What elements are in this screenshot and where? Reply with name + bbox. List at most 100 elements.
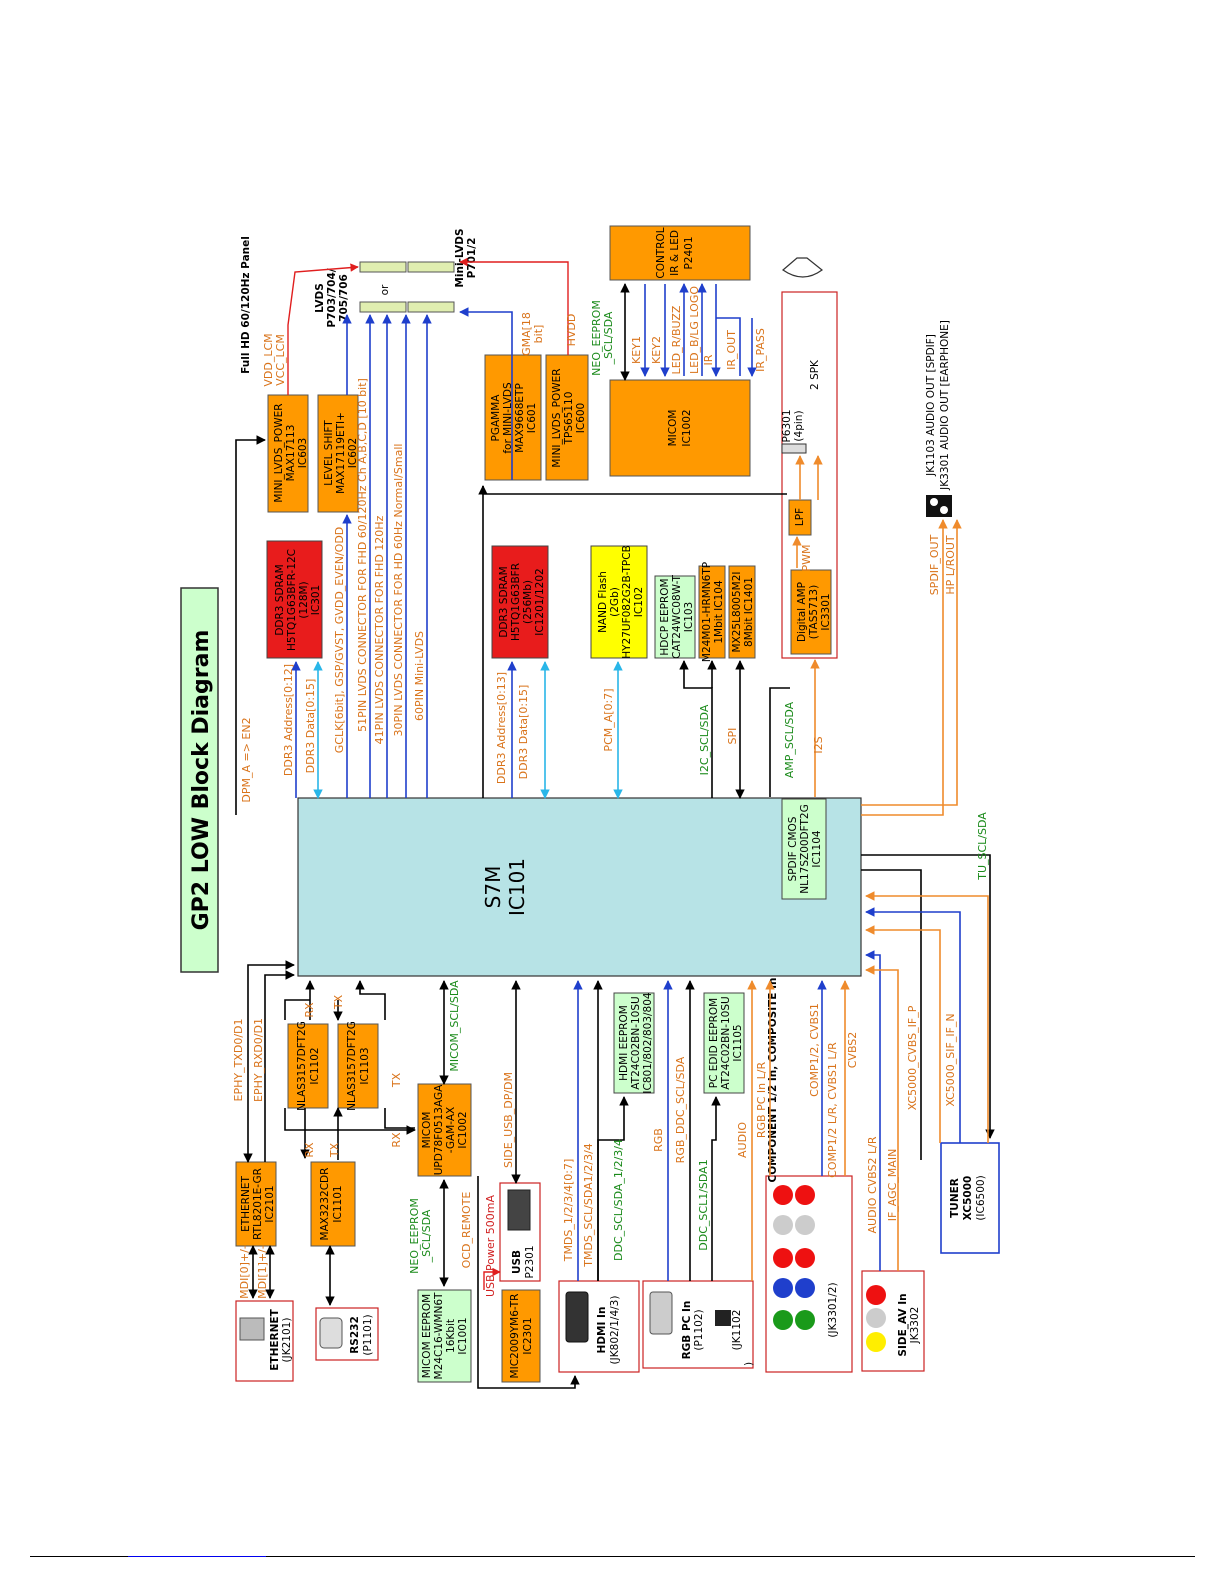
sig-comp-cvbs: COMP1/2, CVBS1 [808, 1003, 821, 1097]
mini-lvds-power-name: MINI_LVDS_POWER [273, 403, 285, 502]
block-hdmi-eeprom: HDMI EEPROM AT24C02BN-10SU IC801/802/803… [613, 992, 655, 1094]
ddr3-1-name: DDR3 SDRAM [274, 564, 286, 635]
hdcp-name: HDCP EEPROM [659, 578, 671, 655]
panel-or: or [379, 284, 391, 295]
sig-gma: GMA[18 [520, 312, 533, 356]
micom-r-ref: IC1002 [681, 409, 693, 446]
sig-ddc-scl: DDC_SCL/SDA_1/2/3/4 [612, 1139, 625, 1261]
sig-51pin: 51PIN LVDS CONNECTOR FOR FHD 60/120Hz Ch… [356, 378, 369, 732]
sig-rgb: RGB [652, 1128, 665, 1152]
hdcp-part: CAT24WC08W-T [671, 575, 683, 659]
control-ref: P2401 [683, 236, 695, 269]
nlas1-part: NLAS3157DFT2G [296, 1021, 308, 1111]
sig-ddr3-data-2: DDR3 Data[0:15] [517, 685, 530, 780]
sig-amp-scl: AMP_SCL/SDA [783, 701, 796, 778]
block-m24m01: M24M01-HRMN6TP 1Mbit IC104 [698, 562, 726, 662]
nlas1-ref: IC1102 [309, 1047, 321, 1084]
sig-hp-out: HP L/ROUT [944, 535, 957, 595]
footer-rule [30, 1556, 1195, 1557]
audio-out-earphone: JK3301 AUDIO OUT [EARPHONE] [939, 320, 951, 491]
ddr3-2-size: (256Mb) [522, 580, 534, 624]
pc-edid-part: AT24C02BN-10SU [720, 996, 732, 1089]
panel-connectors: Full HD 60/120Hz Panel LVDS P703/704/ 70… [240, 228, 478, 373]
connector-audio-out: JK1103 AUDIO OUT [SPDIF] JK3301 AUDIO OU… [925, 320, 952, 517]
sig-30pin: 30PIN LVDS CONNECTOR FOR HD 60Hz Normal/… [392, 444, 405, 737]
tuner-name: TUNER [949, 1178, 961, 1218]
sig-ddr3-data-1: DDR3 Data[0:15] [304, 679, 317, 774]
ddr3-2-ref: IC1201/1202 [534, 568, 546, 635]
connector-usb: USB P2301 [499, 1182, 541, 1282]
sig-key1: KEY1 [630, 336, 643, 364]
block-pgamma: PGAMMA for MINI-LVDS MAX9668ETP IC601 [484, 354, 542, 481]
sideav-name: SIDE_AV In [897, 1293, 909, 1356]
digital-amp-part: (TAS5713) [808, 585, 820, 639]
diagram-title: GP2 LOW Block Diagram [189, 630, 214, 931]
sig-cvbs2: AUDIO CVBS2 L/R [866, 1136, 879, 1233]
ddr3-2-name: DDR3 SDRAM [498, 566, 510, 637]
sig-rgb-pc-lr: RGB PC In L/R [755, 1062, 768, 1139]
sig-tmds: TMDS_1/2/3/4[0:7] [562, 1159, 575, 1263]
rs232-name: RS232 [349, 1316, 361, 1354]
pgamma-ref: IC601 [526, 403, 538, 433]
sig-tx-3: TX [390, 1072, 403, 1088]
sig-neo-scl-bot: _SCL/SDA [420, 1209, 433, 1263]
sig-comp-lr: CVBS2 [846, 1032, 859, 1069]
sig-audio-cvbs2: IF_AGC_MAIN [886, 1149, 899, 1222]
pgamma-name: PGAMMA [490, 394, 502, 442]
max3232-part: MAX3232CDR [319, 1168, 331, 1241]
panel-lvds-2: 705/706 [338, 274, 350, 322]
ethernet-conn-name: ETHERNET [269, 1308, 281, 1370]
wires [235, 257, 995, 1389]
usb-name: USB [511, 1250, 523, 1274]
block-max3232: MAX3232CDR IC1101 [310, 1161, 356, 1247]
mic2009-ref: IC2301 [522, 1317, 534, 1354]
connector-rgb-pc: RGB PC In (P1102) (JK1102 ) [642, 1280, 755, 1369]
sig-audio-1: AUDIO [736, 1122, 749, 1158]
panel-mini-1: P701/2 [466, 238, 478, 279]
sig-tx-1: TX [328, 1142, 341, 1158]
connector-side-av: SIDE_AV In JK3302 [861, 1270, 925, 1372]
sig-xc5000-cvbs: XC5000_SIF_IF_N [944, 1013, 957, 1106]
title-box: GP2 LOW Block Diagram [180, 587, 219, 973]
pc-edid-ref: IC1105 [732, 1024, 744, 1061]
rs232-ref: (P1101) [362, 1314, 374, 1355]
sig-60pin: 60PIN Mini-LVDS [413, 631, 426, 721]
block-mx25: MX25L8005M2I 8Mbit IC1401 [728, 565, 756, 659]
block-nand-flash: NAND Flash (2Gb) HY27UF082G2B-TPCB IC102 [590, 545, 648, 659]
nlas2-part: NLAS3157DFT2G [346, 1021, 358, 1111]
sig-neo-eeprom-bot: NEO_EEPROM [408, 1198, 421, 1274]
sig-ir-pass: IR_PASS [754, 328, 767, 372]
micom-eeprom-size: 16Kbit [445, 1319, 457, 1353]
tuner-ref: (IC6500) [975, 1175, 987, 1220]
max3232-ref: IC1101 [332, 1185, 344, 1222]
block-mini-lvds-power: MINI_LVDS_POWER MAX17113 IC603 [267, 394, 309, 513]
ethernet-conn-ref: (JK2101) [281, 1318, 293, 1363]
hdmi-eeprom-part: AT24C02BN-10SU [630, 996, 642, 1089]
sig-led-b: LED_B/LG LOGO [688, 286, 701, 374]
sig-mdi1: MDI[1]+/- [256, 1245, 269, 1299]
sig-tx-2: TX [332, 994, 345, 1010]
tuner-part: XC5000 [962, 1176, 974, 1221]
sig-if-agc: XC5000_CVBS_IF_P [906, 1005, 919, 1110]
sig-ocd-remote: OCD_REMOTE [460, 1192, 473, 1269]
nand-ref: IC102 [633, 587, 645, 617]
sideav-ref: JK3302 [909, 1307, 921, 1345]
nand-part: HY27UF082G2B-TPCB [621, 545, 633, 659]
hdmi-ref: (JK802/1/4/3) [609, 1296, 621, 1365]
spdif-cmos-name: SPDIF CMOS [787, 816, 799, 881]
ethernet-ref: IC2101 [264, 1185, 276, 1222]
block-micom-eeprom: MICOM EEPROM M24C16-WMN6T 16Kbit IC1001 [417, 1289, 472, 1383]
sig-pcm-a: PCM_A[0:7] [602, 688, 615, 751]
block-nlas-1: NLAS3157DFT2G IC1102 [287, 1021, 329, 1111]
connector-hdmi: HDMI In (JK802/1/4/3) [558, 1280, 640, 1373]
digital-amp-name: Digital AMP [796, 582, 808, 642]
main-chip-s7m: S7M IC101 [297, 797, 862, 977]
block-tuner: TUNER XC5000 (IC6500) [940, 1142, 1000, 1254]
control-name: CONTROL [655, 227, 667, 278]
block-ethernet: ETHERNET RTL8201E-GR IC2101 [235, 1161, 277, 1247]
micom-l-part: UPD78F0513AGA [433, 1084, 445, 1175]
ddr3-1-part: H5TQ1G63BFR-12C [286, 549, 298, 651]
micom-eeprom-ref: IC1001 [457, 1317, 469, 1354]
ddr3-1-size: (128M) [298, 581, 310, 618]
